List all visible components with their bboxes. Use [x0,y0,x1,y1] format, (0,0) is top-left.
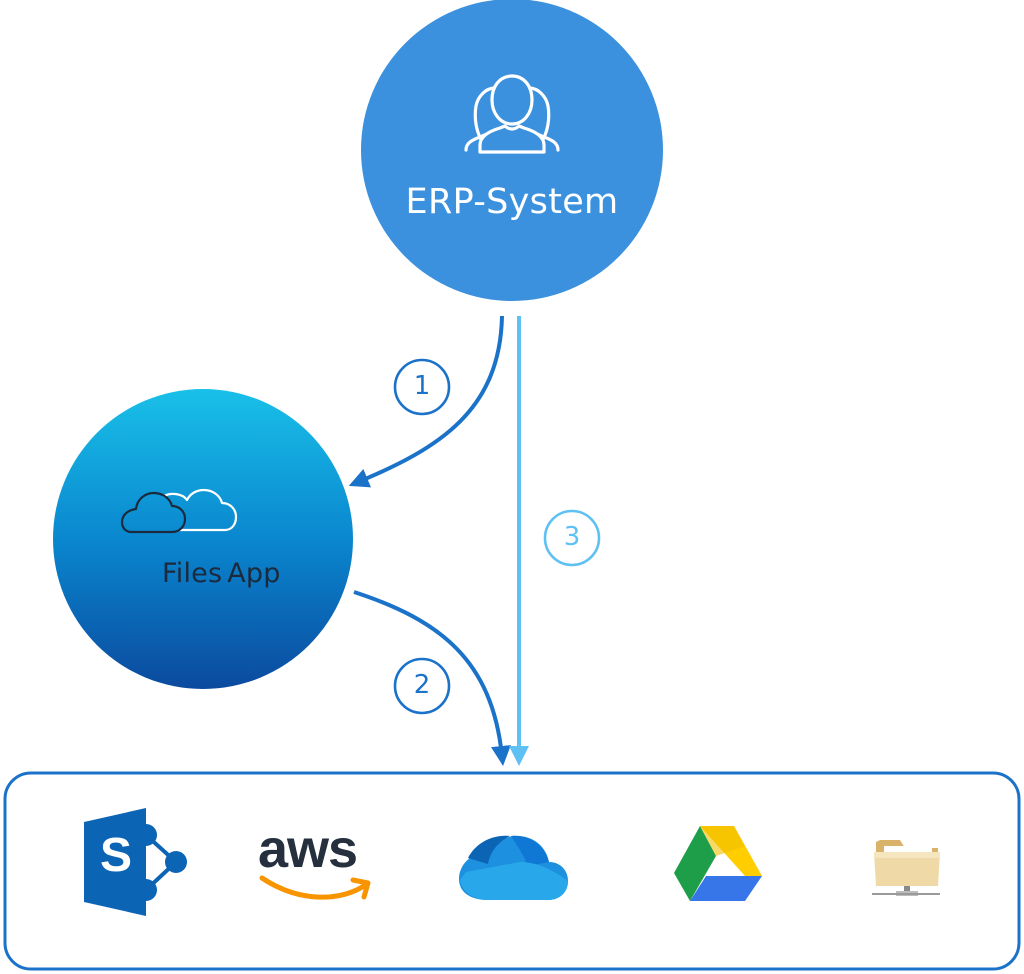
step-2-circle [393,657,451,715]
step-1-label: 1 [413,371,431,401]
google-drive-icon [674,826,762,901]
users-group-icon [464,74,560,154]
filesapp-node [53,389,353,689]
arrow-filesapp-to-storage [353,590,511,766]
sharepoint-icon [84,808,187,916]
network-folder-icon [872,840,940,896]
arrow-erp-to-filesapp [348,315,504,488]
step-1-circle [393,358,451,416]
filesapp-label-part2: App [227,558,281,589]
aws-logo-text: aws [258,819,358,879]
erp-system-label: ERP-System [405,182,619,222]
onedrive-icon [459,835,568,900]
aws-smile-icon [259,875,371,900]
sharepoint-letter: S [99,829,132,882]
double-cloud-icon [120,488,238,534]
filesapp-label-part1: Files [162,558,223,589]
step-3-circle [543,509,601,567]
step-3-label: 3 [563,522,581,552]
step-2-label: 2 [413,670,431,700]
